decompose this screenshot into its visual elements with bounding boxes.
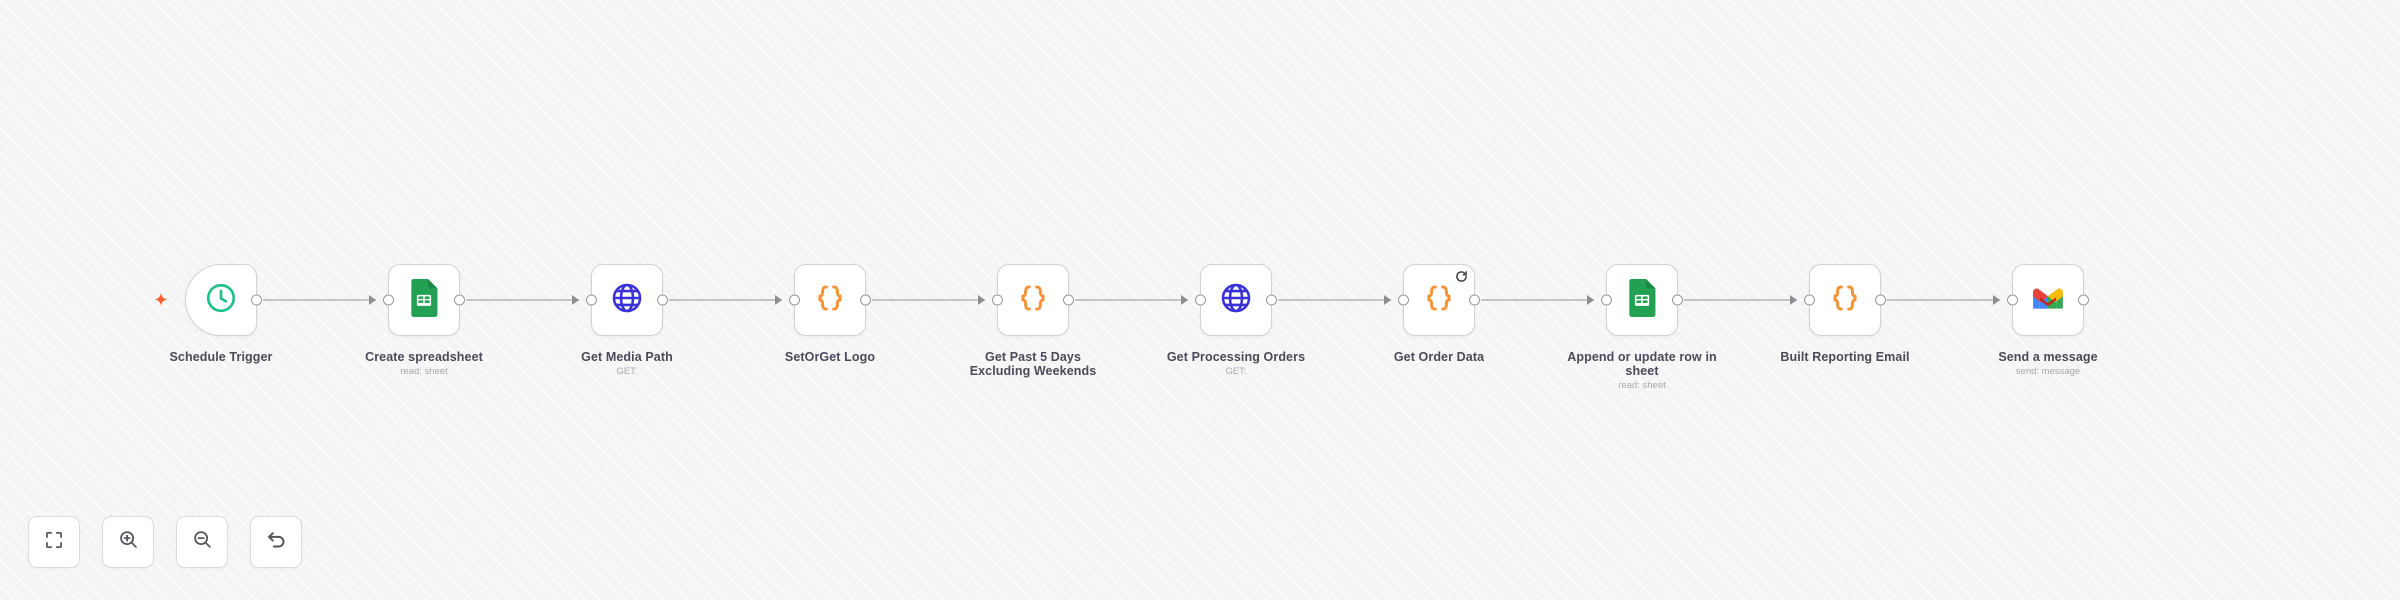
google-sheets-icon <box>1626 278 1658 322</box>
node-input-port[interactable] <box>383 294 394 306</box>
connector-arrowhead <box>1587 295 1594 305</box>
workflow-node-append-or-update-row[interactable] <box>1601 264 1683 336</box>
node-label-get-past-5-days: Get Past 5 Days Excluding Weekends <box>969 350 1097 378</box>
connector-arrowhead <box>572 295 579 305</box>
workflow-node-built-reporting-email[interactable] <box>1804 264 1886 336</box>
node-output-port[interactable] <box>860 294 871 306</box>
workflow-node-send-a-message[interactable] <box>2007 264 2089 336</box>
retry-icon <box>1455 270 1468 283</box>
node-label-get-processing-orders: Get Processing Orders <box>1166 350 1306 364</box>
zoom-out-icon <box>192 529 213 555</box>
node-output-port[interactable] <box>1063 294 1074 306</box>
view-toolbar[interactable] <box>28 516 302 568</box>
google-sheets-icon <box>408 278 440 322</box>
workflow-node-schedule-trigger[interactable] <box>185 264 262 336</box>
clock-icon <box>204 281 238 320</box>
reset-button[interactable] <box>250 516 302 568</box>
connector-arrowhead <box>1993 295 2000 305</box>
node-output-port[interactable] <box>251 294 262 306</box>
node-input-port[interactable] <box>2007 294 2018 306</box>
connector-arrowhead <box>1790 295 1797 305</box>
node-label-get-order-data: Get Order Data <box>1393 350 1485 364</box>
gmail-icon <box>2031 284 2065 317</box>
node-input-port[interactable] <box>992 294 1003 306</box>
node-input-port[interactable] <box>586 294 597 306</box>
node-output-port[interactable] <box>1672 294 1683 306</box>
connector-arrowhead <box>1181 295 1188 305</box>
node-label-get-media-path: Get Media Path <box>581 350 673 364</box>
node-sublabel-get-media-path: GET: <box>616 366 638 377</box>
workflow-node-get-order-data[interactable] <box>1398 264 1480 336</box>
connector-arrowhead <box>369 295 376 305</box>
connector-arrowhead <box>775 295 782 305</box>
zoom-in-icon <box>118 529 139 555</box>
code-braces-icon <box>813 281 847 320</box>
code-braces-icon <box>1422 281 1456 320</box>
fit-screen-icon <box>44 530 64 555</box>
node-label-create-spreadsheet: Create spreadsheet <box>365 350 483 364</box>
node-input-port[interactable] <box>1804 294 1815 306</box>
node-input-port[interactable] <box>1601 294 1612 306</box>
node-label-setorget-logo: SetOrGet Logo <box>784 350 876 364</box>
node-sublabel-get-processing-orders: GET: <box>1225 366 1247 377</box>
workflow-node-get-past-5-days[interactable] <box>992 264 1074 336</box>
connector-arrowhead <box>1384 295 1391 305</box>
sparkle-icon <box>153 292 169 308</box>
zoom-out-button[interactable] <box>176 516 228 568</box>
workflow-node-get-processing-orders[interactable] <box>1195 264 1277 336</box>
node-output-port[interactable] <box>1469 294 1480 306</box>
node-sublabel-create-spreadsheet: read: sheet <box>400 366 448 377</box>
node-input-port[interactable] <box>1195 294 1206 306</box>
node-input-port[interactable] <box>1398 294 1409 306</box>
node-output-port[interactable] <box>1266 294 1277 306</box>
workflow-node-create-spreadsheet[interactable] <box>383 264 465 336</box>
node-label-schedule-trigger: Schedule Trigger <box>169 350 273 364</box>
undo-icon <box>266 529 287 555</box>
workflow-node-get-media-path[interactable] <box>586 264 668 336</box>
workflow-node-setorget-logo[interactable] <box>789 264 871 336</box>
fit-to-view-button[interactable] <box>28 516 80 568</box>
code-braces-icon <box>1016 281 1050 320</box>
connector-arrowhead <box>978 295 985 305</box>
node-input-port[interactable] <box>789 294 800 306</box>
node-label-append-or-update-row: Append or update row in sheet <box>1567 350 1717 378</box>
code-braces-icon <box>1828 281 1862 320</box>
node-label-send-a-message: Send a message <box>1998 350 2098 364</box>
node-output-port[interactable] <box>657 294 668 306</box>
node-output-port[interactable] <box>454 294 465 306</box>
node-label-built-reporting-email: Built Reporting Email <box>1780 350 1910 364</box>
node-output-port[interactable] <box>2078 294 2089 306</box>
zoom-in-button[interactable] <box>102 516 154 568</box>
globe-icon <box>610 281 644 320</box>
node-sublabel-send-a-message: send: message <box>2015 366 2081 377</box>
node-sublabel-append-or-update-row: read: sheet <box>1618 380 1666 391</box>
globe-icon <box>1219 281 1253 320</box>
node-output-port[interactable] <box>1875 294 1886 306</box>
